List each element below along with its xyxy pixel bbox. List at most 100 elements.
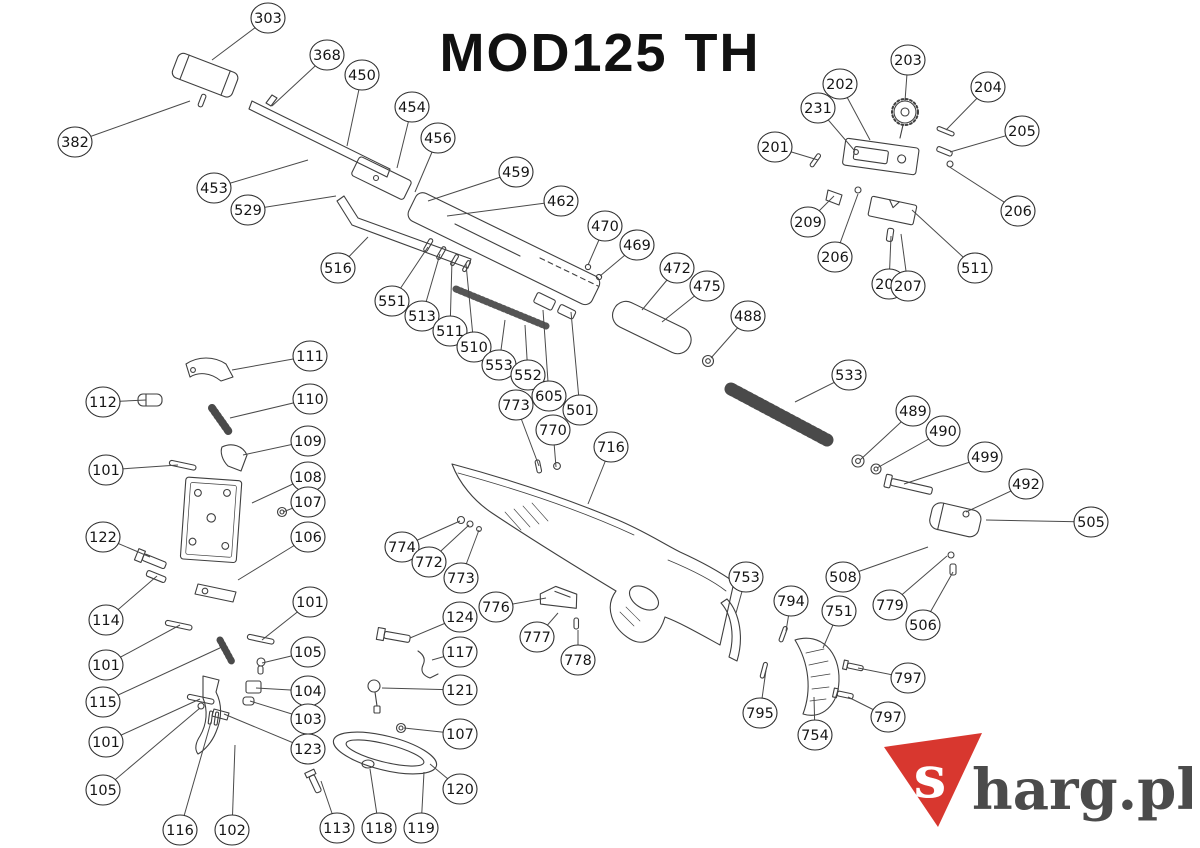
svg-text:119: 119	[407, 821, 435, 837]
svg-text:462: 462	[547, 194, 575, 210]
callout-102: 102	[214, 744, 250, 846]
callout-505: 505	[985, 506, 1109, 538]
svg-text:105: 105	[89, 783, 117, 799]
svg-text:206: 206	[821, 250, 849, 266]
svg-text:454: 454	[398, 100, 426, 116]
stock-sight-part	[539, 585, 578, 609]
callout-121: 121	[381, 674, 478, 706]
svg-text:751: 751	[825, 604, 853, 620]
svg-text:231: 231	[804, 101, 832, 117]
piston-parts	[533, 292, 577, 320]
callout-114: 114	[88, 575, 158, 636]
svg-text:472: 472	[663, 261, 691, 277]
callout-778: 778	[560, 630, 596, 676]
callout-109: 109	[242, 425, 326, 457]
callout-511: 511	[911, 209, 993, 284]
svg-text:797: 797	[874, 710, 902, 726]
spring-guide-washers	[851, 454, 933, 495]
svg-text:499: 499	[971, 450, 999, 466]
svg-text:513: 513	[408, 309, 436, 325]
callout-101: 101	[88, 698, 201, 758]
callout-753: 753	[728, 561, 764, 614]
callout-605: 605	[531, 309, 567, 412]
callout-205: 205	[949, 115, 1040, 153]
callout-772: 772	[411, 524, 470, 578]
svg-text:505: 505	[1077, 515, 1105, 531]
svg-text:552: 552	[514, 368, 542, 384]
callout-492: 492	[965, 468, 1044, 513]
callout-776: 776	[478, 591, 547, 623]
svg-text:492: 492	[1012, 477, 1040, 493]
svg-text:516: 516	[324, 261, 352, 277]
svg-text:368: 368	[313, 48, 341, 64]
svg-text:508: 508	[829, 570, 857, 586]
svg-text:120: 120	[446, 782, 474, 798]
svg-text:773: 773	[502, 398, 530, 414]
callout-303: 303	[211, 2, 286, 61]
callout-207: 207	[890, 233, 926, 302]
svg-text:117: 117	[446, 645, 474, 661]
svg-text:450: 450	[348, 68, 376, 84]
callout-797: 797	[847, 696, 906, 733]
svg-text:777: 777	[523, 630, 551, 646]
callout-510: 510	[456, 263, 492, 363]
svg-text:453: 453	[200, 181, 228, 197]
svg-text:489: 489	[899, 404, 927, 420]
callout-107: 107	[282, 486, 326, 518]
callout-506: 506	[905, 571, 954, 641]
callout-119: 119	[403, 771, 439, 844]
callout-103: 103	[249, 700, 326, 735]
svg-text:778: 778	[564, 653, 592, 669]
callout-454: 454	[394, 91, 430, 169]
callout-112: 112	[85, 386, 147, 418]
svg-text:112: 112	[89, 395, 117, 411]
svg-text:207: 207	[894, 279, 922, 295]
callout-110: 110	[229, 383, 328, 419]
svg-text:511: 511	[436, 324, 464, 340]
svg-text:529: 529	[234, 203, 262, 219]
callout-553: 553	[481, 319, 517, 381]
svg-text:490: 490	[929, 424, 957, 440]
callout-111: 111	[231, 340, 328, 372]
callout-754: 754	[797, 696, 833, 751]
stock	[451, 463, 735, 646]
svg-text:103: 103	[294, 712, 322, 728]
callout-120: 120	[429, 763, 478, 805]
svg-text:770: 770	[539, 423, 567, 439]
svg-text:475: 475	[693, 279, 721, 295]
callout-516: 516	[320, 236, 369, 284]
callout-105: 105	[85, 707, 201, 806]
logo-letter-s: s	[914, 743, 947, 811]
svg-text:605: 605	[535, 389, 563, 405]
callout-511: 511	[432, 259, 468, 347]
callout-488: 488	[710, 300, 766, 359]
rear-sight-assembly	[809, 98, 955, 242]
callout-101: 101	[261, 586, 328, 641]
svg-text:123: 123	[294, 742, 322, 758]
svg-text:109: 109	[294, 434, 322, 450]
callout-508: 508	[825, 546, 929, 593]
butt-pad	[794, 637, 840, 716]
svg-text:108: 108	[294, 470, 322, 486]
callout-116: 116	[162, 721, 212, 846]
callout-105: 105	[261, 636, 326, 668]
ratchet-rod	[452, 285, 550, 330]
callout-104: 104	[255, 675, 326, 707]
callout-470: 470	[587, 210, 623, 266]
svg-text:116: 116	[166, 823, 194, 839]
callout-716: 716	[587, 431, 629, 505]
callout-456: 456	[414, 122, 456, 193]
callout-773: 773	[498, 389, 540, 467]
svg-text:510: 510	[460, 340, 488, 356]
callout-529: 529	[230, 194, 337, 226]
stock-screw-washers	[456, 459, 561, 532]
callout-489: 489	[859, 395, 931, 461]
callout-118: 118	[361, 768, 397, 844]
safety-parts	[367, 626, 439, 734]
callout-751: 751	[821, 595, 857, 649]
svg-text:511: 511	[961, 261, 989, 277]
stock-screws	[759, 626, 864, 700]
sharg-logo: s harg.pl	[882, 731, 1198, 836]
svg-text:118: 118	[365, 821, 393, 837]
